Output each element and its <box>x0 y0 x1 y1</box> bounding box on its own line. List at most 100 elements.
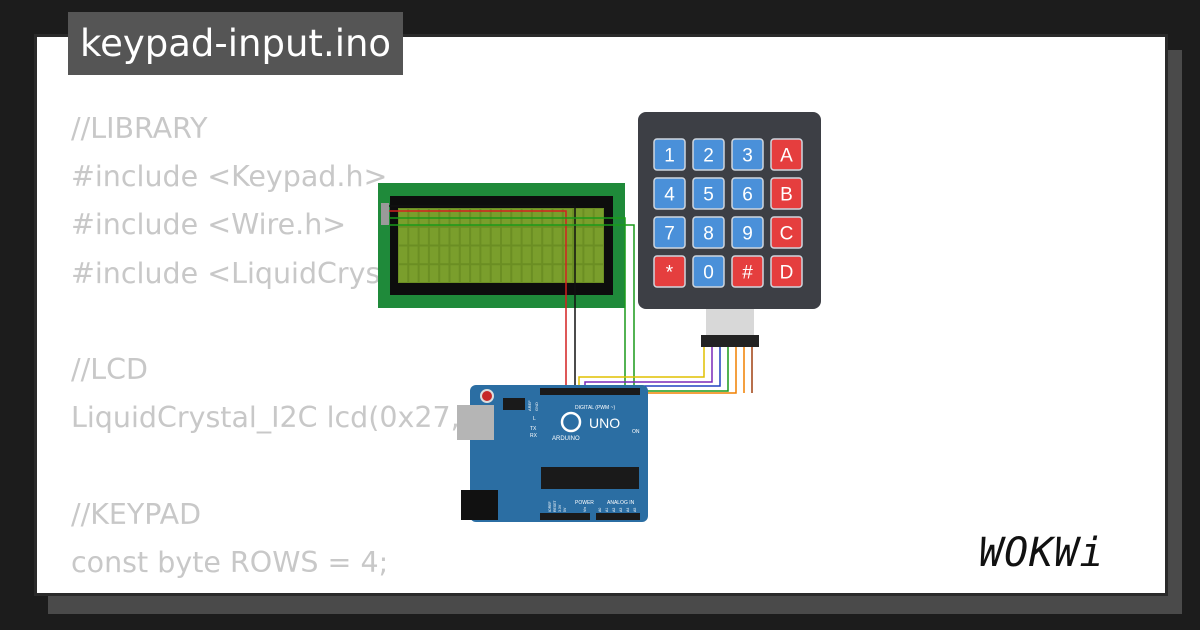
reset-button-icon[interactable] <box>480 389 494 403</box>
lcd-char-cell <box>409 246 418 264</box>
keypad-key-D[interactable]: D <box>770 255 803 288</box>
lcd-char-cell <box>471 227 480 245</box>
lcd-char-cell <box>450 246 459 264</box>
keypad-key-cap <box>731 138 764 171</box>
analog-pin-label: A4 <box>626 508 630 512</box>
lcd-char-cell <box>429 265 439 282</box>
keypad-key-0[interactable]: 0 <box>692 255 725 288</box>
lcd-char-cell <box>584 265 593 282</box>
gnd-label: GND <box>534 402 539 411</box>
lcd-char-cell <box>502 265 511 282</box>
power-label: POWER <box>575 500 594 506</box>
keypad-key-label: 4 <box>664 185 675 206</box>
wire-green-sda <box>389 217 626 430</box>
lcd-char-cell <box>399 246 408 264</box>
lcd-char-cell <box>584 246 593 264</box>
keypad-key-label: B <box>780 185 793 206</box>
power-jack <box>461 490 498 520</box>
keypad-key-label: 8 <box>703 224 714 245</box>
usb-port <box>457 405 494 440</box>
keypad-key-label: 1 <box>664 146 675 167</box>
keypad-key-label: 3 <box>742 146 753 167</box>
keypad-key-9[interactable]: 9 <box>731 216 764 249</box>
analog-pin-label: A2 <box>612 508 616 512</box>
lcd-char-cell <box>563 227 573 245</box>
keypad-key-7[interactable]: 7 <box>653 216 686 249</box>
keypad-key-A[interactable]: A <box>770 138 803 171</box>
keypad-key-6[interactable]: 6 <box>731 177 764 210</box>
lcd-char-cell <box>522 265 531 282</box>
lcd-char-cell <box>471 246 480 264</box>
reset-label: RESET <box>553 499 557 512</box>
keypad-key-label: 0 <box>703 263 714 284</box>
keypad-key-#[interactable]: # <box>731 255 764 288</box>
keypad-key-8[interactable]: 8 <box>692 216 725 249</box>
lcd-char-cell <box>543 227 552 245</box>
keypad-key-label: C <box>780 224 794 245</box>
lcd-char-cell <box>481 265 490 282</box>
lcd-char-cell <box>563 265 573 282</box>
keypad-key-cap <box>653 177 686 210</box>
lcd-screen <box>398 208 604 283</box>
keypad-key-cap <box>653 216 686 249</box>
lcd-char-cell <box>419 227 428 245</box>
arduino-uno[interactable]: UNO ARDUINO DIGITAL (PWM ~) AREF GND TX … <box>457 385 648 522</box>
ioref-label: IOREF <box>548 501 552 512</box>
keypad-key-cap <box>770 255 803 288</box>
lcd-char-cell <box>553 227 562 245</box>
wire-green-kp <box>596 347 729 392</box>
lcd-char-cell <box>440 227 449 245</box>
lcd-char-cell <box>429 227 439 245</box>
keypad-key-label: D <box>780 263 794 284</box>
lcd-char-cell <box>440 246 449 264</box>
project-card[interactable]: //LIBRARY#include <Keypad.h>#include <Wi… <box>34 34 1168 596</box>
lcd-char-cell <box>553 246 562 264</box>
keypad-key-C[interactable]: C <box>770 216 803 249</box>
lcd-char-cell <box>594 246 603 264</box>
analog-pin-label: A0 <box>598 508 602 512</box>
lcd-char-cell <box>522 246 531 264</box>
wokwi-logo[interactable]: WOKWi <box>977 525 1152 577</box>
lcd-char-cell <box>491 227 500 245</box>
wire-blue <box>590 347 721 390</box>
lcd-char-cell <box>471 265 480 282</box>
file-name-tab[interactable]: keypad-input.ino <box>68 12 404 75</box>
keypad-key-cap <box>731 216 764 249</box>
lcd-char-cell <box>409 227 418 245</box>
keypad-key-B[interactable]: B <box>770 177 803 210</box>
lcd-i2c-pins <box>381 203 389 225</box>
lcd-display[interactable] <box>378 183 625 308</box>
wire-orange-1 <box>640 347 737 394</box>
keypad-key-*[interactable]: * <box>653 255 686 288</box>
keypad-ribbon <box>706 309 754 337</box>
keypad-key-label: 9 <box>742 224 753 245</box>
lcd-char-cell <box>502 227 511 245</box>
lcd-char-cell <box>460 246 470 264</box>
lcd-char-cell <box>594 265 603 282</box>
lcd-char-cell <box>543 265 552 282</box>
keypad-key-3[interactable]: 3 <box>731 138 764 171</box>
keypad-key-cap <box>770 138 803 171</box>
lcd-char-cell <box>429 246 439 264</box>
lcd-char-cell <box>460 265 470 282</box>
lcd-char-cell <box>532 246 542 264</box>
code-line: //LIBRARY <box>71 112 208 145</box>
keypad-key-5[interactable]: 5 <box>692 177 725 210</box>
icsp-header <box>503 398 525 410</box>
keypad-key-4[interactable]: 4 <box>653 177 686 210</box>
keypad-key-label: 5 <box>703 185 714 206</box>
lcd-char-cell <box>574 265 583 282</box>
keypad-key-cap <box>692 216 725 249</box>
lcd-char-cell <box>440 265 449 282</box>
l-label: L <box>533 416 536 422</box>
lcd-char-cell <box>584 227 593 245</box>
arduino-brand: ARDUINO <box>552 436 580 442</box>
lcd-char-cell <box>481 227 490 245</box>
keypad-key-2[interactable]: 2 <box>692 138 725 171</box>
keypad-key-1[interactable]: 1 <box>653 138 686 171</box>
atmega-chip <box>541 467 639 489</box>
